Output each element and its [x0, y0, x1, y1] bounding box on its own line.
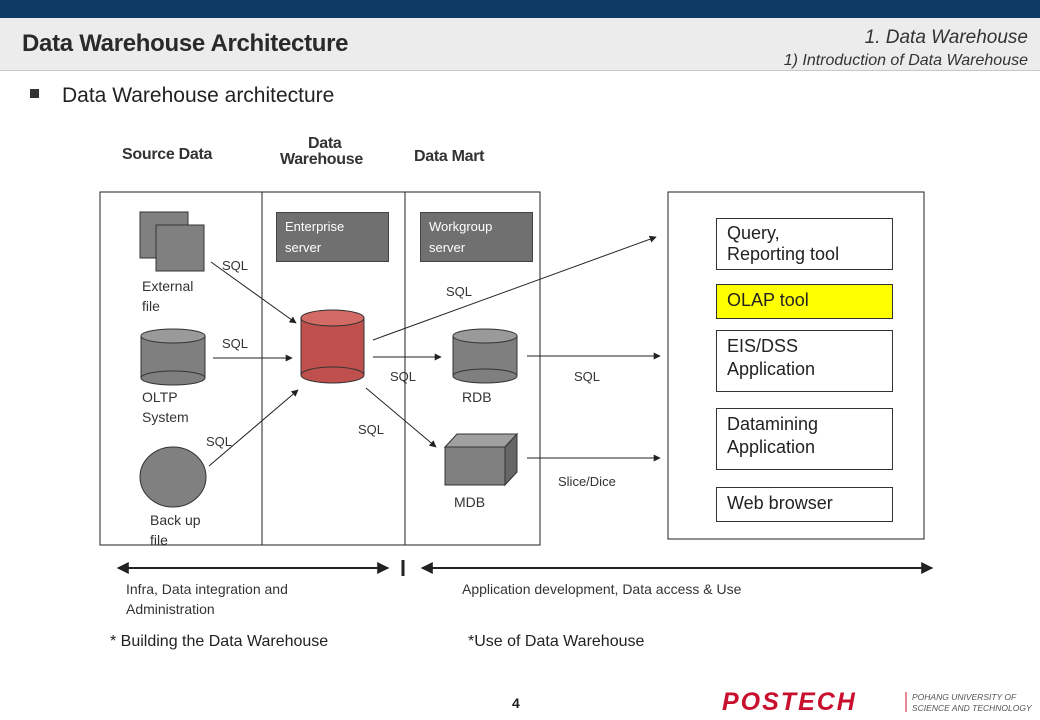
building-caption: * Building the Data Warehouse: [110, 633, 329, 650]
olap-tool-box: OLAP tool: [716, 284, 893, 319]
workgroup-server-label-2: server: [429, 239, 466, 255]
arrow-backup-to-dw: [208, 389, 299, 467]
postech-logo: POSTECH POHANG UNIVERSITY OF SCIENCE AND…: [722, 688, 1032, 716]
query-reporting-box: Query, Reporting tool: [716, 218, 893, 270]
header-bar: [0, 0, 1040, 18]
arrow-dw-to-mdb: [365, 387, 437, 448]
page-number: 4: [512, 695, 520, 711]
title-bar: [0, 18, 1040, 71]
data-mart-heading: Data Mart: [414, 148, 485, 165]
datamining-label-1: Datamining: [727, 414, 819, 434]
backup-label: Back up file: [150, 511, 201, 550]
postech-logo-sub-2: SCIENCE AND TECHNOLOGY: [912, 703, 1032, 713]
oltp-label: OLTP System: [142, 388, 189, 427]
eis-dss-box: EIS/DSS Application: [716, 330, 893, 392]
mdb-label: MDB: [454, 494, 486, 510]
mdb-cube-icon: [443, 432, 519, 487]
slide-title: Data Warehouse Architecture: [22, 30, 349, 57]
enterprise-server-box: Enterprise server: [276, 212, 389, 262]
external-file-label: External file: [142, 277, 193, 316]
postech-logo-sub-1: POHANG UNIVERSITY OF: [912, 692, 1017, 702]
breadcrumb-main: 1. Data Warehouse: [864, 27, 1028, 48]
slice-dice-label: Slice/Dice: [558, 474, 616, 489]
external-file-icon: [139, 211, 205, 272]
app-area-frame: [667, 191, 925, 540]
scope-left-label: Infra, Data integration and Administrati…: [126, 580, 288, 619]
external-file-label-1: External: [142, 278, 194, 294]
oltp-cylinder-icon: [140, 328, 206, 386]
backup-file-icon: [139, 446, 207, 508]
datamining-label-2: Application: [727, 437, 816, 458]
query-label-1: Query,: [727, 223, 780, 243]
arrow-dw-to-query: [372, 235, 657, 341]
sql-label-backup: SQL: [206, 434, 233, 449]
sql-label-rdb-apps: SQL: [574, 369, 601, 384]
sql-label-oltp: SQL: [222, 336, 249, 351]
sql-label-to-rdb: SQL: [390, 369, 417, 384]
sql-label-to-mdb: SQL: [358, 422, 385, 437]
build-area-frame: [99, 191, 541, 546]
bullet-heading: Data Warehouse architecture: [62, 84, 335, 107]
backup-label-2: file: [150, 531, 168, 548]
warehouse-cylinder-icon: [300, 309, 365, 384]
web-browser-box: Web browser: [716, 487, 893, 522]
scope-left-label-1: Infra, Data integration and: [126, 581, 288, 597]
workgroup-server-box: Workgroup server: [420, 212, 533, 262]
workgroup-server-label-1: Workgroup: [429, 219, 493, 234]
source-data-heading: Source Data: [122, 146, 213, 163]
bullet-square-icon: [30, 89, 39, 98]
sql-label-external: SQL: [222, 258, 249, 273]
arrow-external-to-dw: [210, 261, 297, 324]
sql-label-to-query: SQL: [446, 284, 473, 299]
enterprise-server-label-2: server: [285, 239, 322, 255]
postech-logo-wordmark: POSTECH: [722, 688, 857, 716]
scope-left-label-2: Administration: [126, 600, 215, 617]
external-file-label-2: file: [142, 297, 160, 314]
eis-label-2: Application: [727, 359, 816, 380]
breadcrumb-sub: 1) Introduction of Data Warehouse: [783, 52, 1028, 69]
query-label-2: Reporting tool: [727, 243, 840, 264]
datamining-box: Datamining Application: [716, 408, 893, 470]
backup-label-1: Back up: [150, 512, 201, 528]
scope-right-label: Application development, Data access & U…: [462, 581, 742, 597]
oltp-label-2: System: [142, 408, 189, 425]
use-caption: *Use of Data Warehouse: [468, 633, 645, 650]
oltp-label-1: OLTP: [142, 389, 178, 405]
rdb-cylinder-icon: [452, 328, 518, 384]
eis-label-1: EIS/DSS: [727, 336, 799, 356]
enterprise-server-label-1: Enterprise: [285, 219, 345, 234]
warehouse-heading-line1: Data: [308, 135, 342, 152]
rdb-label: RDB: [462, 389, 492, 405]
warehouse-heading-line2: Warehouse: [280, 151, 363, 168]
